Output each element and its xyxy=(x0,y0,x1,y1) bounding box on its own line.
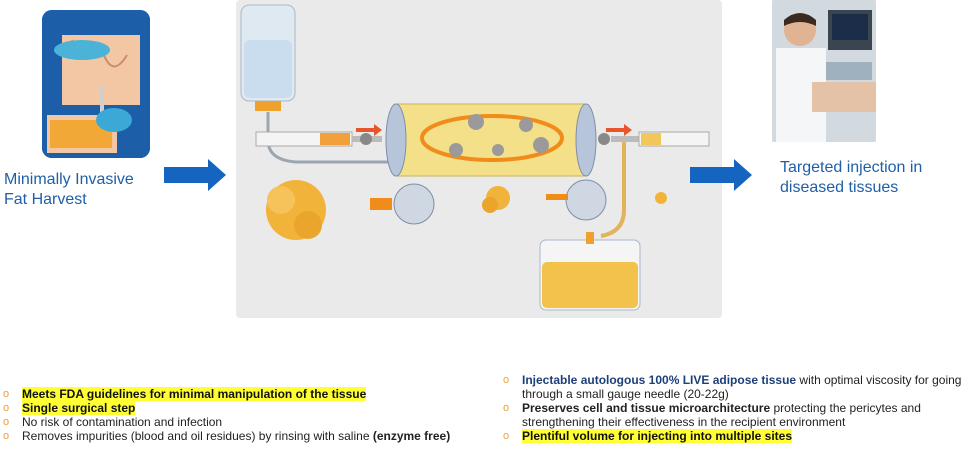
processing-device-illustration xyxy=(236,0,722,318)
bullet-marker: o xyxy=(503,402,510,414)
bullet-text: No risk of contamination and infection xyxy=(22,415,223,429)
bullet-highlight-text: Meets FDA guidelines for minimal manipul… xyxy=(22,387,367,401)
bullet-marker: o xyxy=(3,430,10,442)
targeted-injection-label-line-2: diseased tissues xyxy=(780,179,899,196)
waste-bag xyxy=(539,232,641,311)
list-item: o No risk of contamination and infection xyxy=(0,415,472,429)
fat-harvest-label-line-2: Fat Harvest xyxy=(4,191,87,208)
targeted-injection-label: Targeted injection in diseased tissues xyxy=(780,158,970,198)
bullet-text: Removes impurities (blood and oil residu… xyxy=(22,429,373,443)
targeted-injection-photo xyxy=(772,0,876,142)
left-syringe xyxy=(255,131,382,147)
washing-cylinder xyxy=(385,103,597,177)
list-item: o Meets FDA guidelines for minimal manipu… xyxy=(0,387,472,401)
filter-discs xyxy=(370,179,607,225)
fat-harvest-label-line-1: Minimally Invasive xyxy=(4,171,134,188)
bullet-marker: o xyxy=(3,388,10,400)
list-item: o Removes impurities (blood and oil resid… xyxy=(0,429,472,443)
left-bullet-list: o Meets FDA guidelines for minimal manipu… xyxy=(0,387,472,443)
targeted-injection-label-line-1: Targeted injection in xyxy=(780,159,923,176)
bullet-text: with optimal viscosity for going through… xyxy=(522,373,962,401)
right-syringe xyxy=(598,131,710,238)
bullet-highlight-text: Plentiful volume for injecting into mult… xyxy=(522,429,793,443)
fat-harvest-label: Minimally Invasive Fat Harvest xyxy=(4,170,164,210)
bullet-navy-text: Injectable autologous 100% LIVE adipose … xyxy=(522,373,797,387)
fat-harvest-photo xyxy=(42,10,150,158)
bullet-text: protecting the pericytes and strengtheni… xyxy=(522,401,921,429)
fat-tissue-clumps xyxy=(266,180,667,240)
right-bullet-list: o Injectable autologous 100% LIVE adipose… xyxy=(500,373,972,443)
list-item: o Plentiful volume for injecting into mul… xyxy=(500,429,972,443)
bullet-marker: o xyxy=(503,430,510,442)
bullet-marker: o xyxy=(3,402,10,414)
list-item: o Single surgical step xyxy=(0,401,472,415)
bullet-bold-text: Preserves cell and tissue microarchitect… xyxy=(522,401,771,415)
bullet-bold-text: (enzyme free) xyxy=(372,429,451,443)
list-item: o Preserves cell and tissue microarchitec… xyxy=(500,401,972,429)
list-item: o Injectable autologous 100% LIVE adipose… xyxy=(500,373,972,401)
bullet-highlight-text: Single surgical step xyxy=(22,401,136,415)
right-arrow-icon xyxy=(690,159,752,191)
bullet-marker: o xyxy=(3,416,10,428)
bullet-marker: o xyxy=(503,374,510,386)
left-arrow-icon xyxy=(164,159,226,191)
